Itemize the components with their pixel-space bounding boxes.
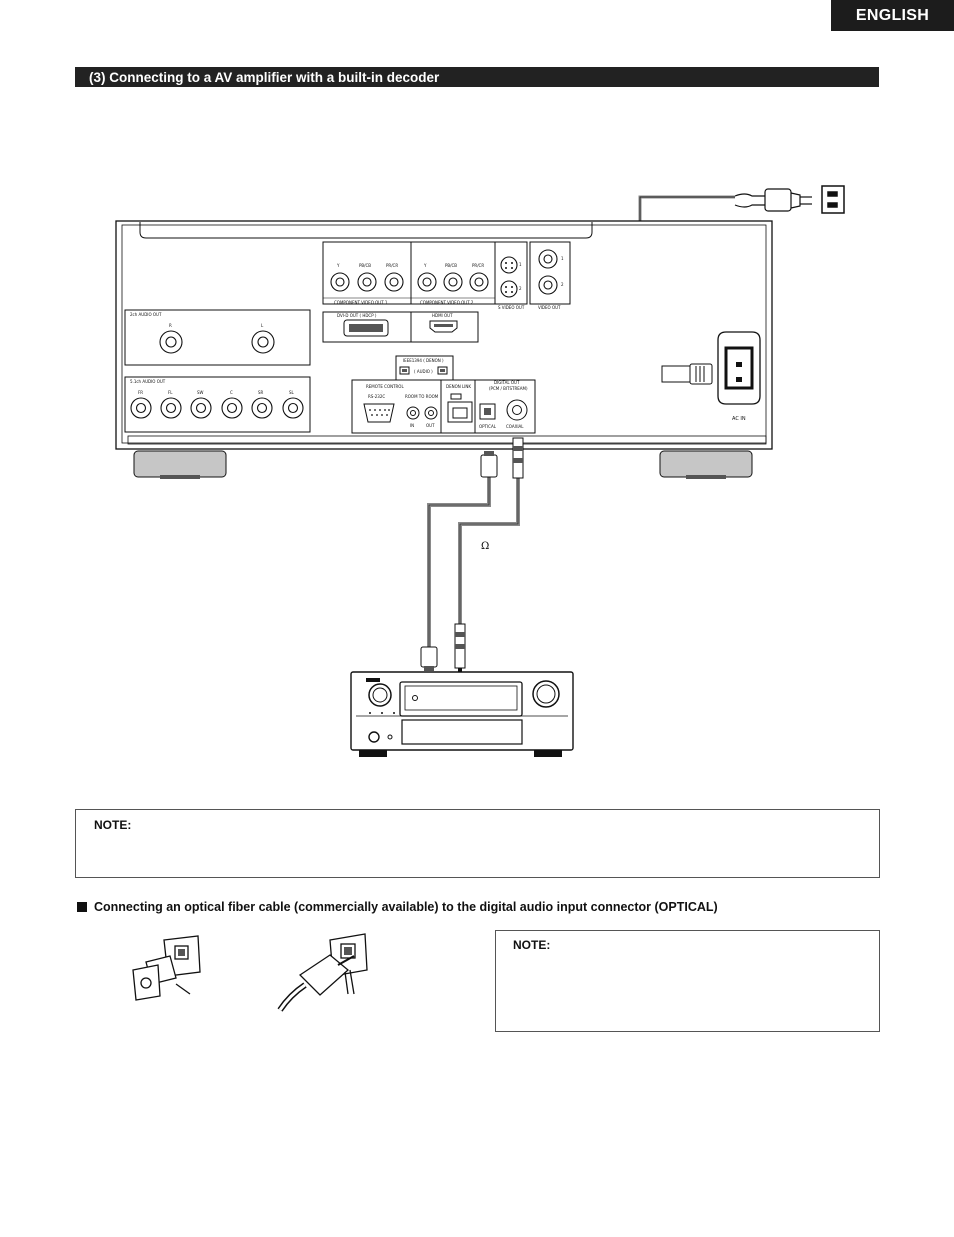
svg-text:1: 1 [519, 262, 522, 267]
player-rear-panel [115, 220, 773, 479]
ac-cord-plug [661, 363, 713, 385]
note-label: NOTE: [94, 818, 132, 832]
svg-text:PR/CR: PR/CR [472, 263, 484, 268]
note-box-2: NOTE: [495, 930, 880, 1032]
five-ch-audio-out: 5.1ch AUDIO OUT FR FL SW C SR SL [124, 376, 311, 433]
component-video-out-1: Y PB/CB PR/CR COMPONENT VIDEO OUT 1 [322, 241, 412, 305]
square-bullet-icon [77, 902, 87, 912]
svg-text:RS-232C: RS-232C [368, 394, 385, 399]
svg-text:(PCM / BITSTREAM): (PCM / BITSTREAM) [489, 386, 528, 391]
svg-text:VIDEO OUT: VIDEO OUT [538, 305, 561, 310]
svg-text:PB/CB: PB/CB [445, 263, 457, 268]
section-title: (3) Connecting to a AV amplifier with a … [75, 67, 879, 87]
svg-text:R: R [169, 323, 172, 328]
control-digital-block: REMOTE CONTROL RS-232C ROOM TO ROOM IN O… [351, 379, 536, 434]
optical-heading-text: Connecting an optical fiber cable (comme… [94, 900, 718, 914]
svg-text:5.1ch AUDIO OUT: 5.1ch AUDIO OUT [130, 379, 166, 384]
svg-text:ROOM TO ROOM: ROOM TO ROOM [405, 394, 439, 399]
s-video-out: 1 2 S VIDEO OUT [494, 241, 528, 310]
svg-text:FR: FR [138, 390, 143, 395]
wall-outlet-icon [821, 185, 845, 214]
svg-text:DENON LINK: DENON LINK [446, 384, 471, 389]
two-ch-audio-out: 2ch AUDIO OUT R L [124, 309, 311, 366]
svg-text:2ch AUDIO OUT: 2ch AUDIO OUT [130, 312, 162, 317]
svg-text:Y: Y [423, 263, 427, 268]
language-tab: ENGLISH [831, 0, 954, 31]
svg-text:PB/CB: PB/CB [359, 263, 371, 268]
optical-cap-removal-illustration [132, 935, 201, 1001]
omega-symbol: Ω [481, 541, 489, 552]
svg-text:AC IN: AC IN [732, 416, 746, 422]
svg-text:OPTICAL: OPTICAL [479, 424, 497, 429]
optical-heading: Connecting an optical fiber cable (comme… [77, 900, 718, 914]
svg-text:IEEE1394 ( DENON ): IEEE1394 ( DENON ) [403, 358, 444, 363]
svg-text:HDMI OUT: HDMI OUT [432, 313, 453, 318]
svg-text:L: L [261, 323, 264, 328]
power-plug [734, 188, 812, 212]
svg-text:DIGITAL OUT: DIGITAL OUT [494, 380, 520, 385]
video-out: 1 2 VIDEO OUT [529, 241, 571, 310]
ieee1394-port: IEEE1394 ( DENON ) ( AUDIO ) [395, 355, 454, 381]
note-box-1: NOTE: [75, 809, 880, 878]
svg-text:S VIDEO OUT: S VIDEO OUT [498, 305, 525, 310]
svg-text:( AUDIO ): ( AUDIO ) [414, 369, 433, 374]
svg-text:PR/CR: PR/CR [386, 263, 398, 268]
optical-plug-insertion-illustration [277, 933, 368, 1012]
svg-text:Y: Y [336, 263, 340, 268]
component-video-out-2: Y PB/CB PR/CR COMPONENT VIDEO OUT 2 [410, 241, 496, 305]
svg-text:C: C [230, 390, 233, 395]
svg-text:IN: IN [410, 423, 414, 428]
av-amplifier [350, 671, 574, 757]
svg-text:FL: FL [168, 390, 173, 395]
hdmi-out: HDMI OUT [410, 311, 479, 343]
svg-text:OUT: OUT [426, 423, 435, 428]
optical-cable [420, 451, 498, 671]
note-label: NOTE: [513, 938, 551, 952]
svg-text:1: 1 [561, 256, 564, 261]
svg-text:SR: SR [258, 390, 264, 395]
svg-text:SL: SL [289, 390, 295, 395]
svg-text:COMPONENT VIDEO OUT 2: COMPONENT VIDEO OUT 2 [420, 300, 474, 305]
svg-text:DVI-D OUT ( HDCP ): DVI-D OUT ( HDCP ) [337, 313, 377, 318]
svg-text:2: 2 [519, 286, 522, 291]
coaxial-cable [454, 437, 524, 673]
ac-inlet: AC IN [717, 331, 761, 422]
svg-text:COMPONENT VIDEO OUT 1: COMPONENT VIDEO OUT 1 [334, 300, 388, 305]
svg-text:2: 2 [561, 282, 564, 287]
svg-text:SW: SW [197, 390, 204, 395]
svg-text:COAXIAL: COAXIAL [506, 424, 524, 429]
svg-text:REMOTE CONTROL: REMOTE CONTROL [366, 384, 404, 389]
